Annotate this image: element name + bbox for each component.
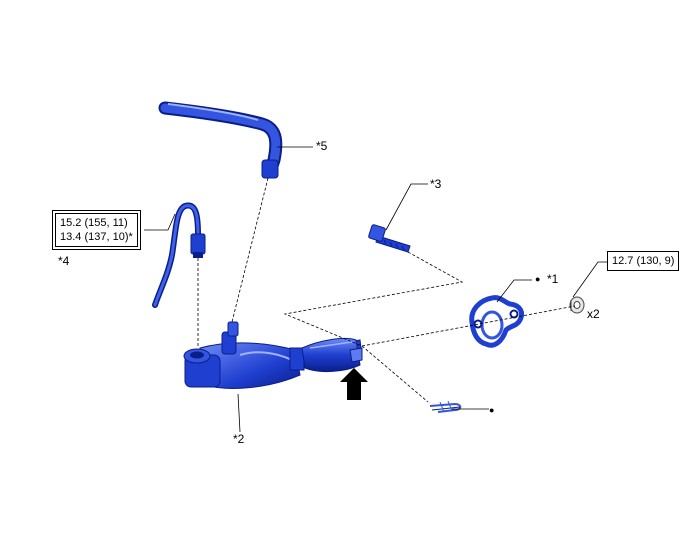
arrow-up-icon (340, 368, 368, 400)
torque-part-4: 15.2 (155, 11) 13.4 (137, 10)* (52, 210, 141, 250)
quantity-label: x2 (587, 307, 600, 321)
callout-part-5: *5 (316, 139, 328, 153)
bullet-part-1: ● (535, 274, 541, 284)
leader-lines (144, 146, 607, 433)
cylinder-part-2 (183, 321, 363, 389)
hose-part-5 (158, 101, 283, 179)
torque-nut: 12.7 (130, 9) (607, 251, 680, 271)
bullet-clip: ● (489, 405, 495, 415)
gasket-part-1 (469, 295, 525, 348)
callout-part-3: *3 (430, 177, 442, 191)
callout-part-1: *1 (547, 272, 559, 286)
line-part-4 (152, 202, 206, 308)
torque-part-4-line2: 13.4 (137, 10)* (60, 231, 133, 243)
clip (429, 400, 462, 413)
torque-part-4-line1: 15.2 (155, 11) (60, 217, 128, 229)
bolt-part-3 (368, 224, 411, 253)
nut (569, 296, 585, 314)
callout-part-4: *4 (58, 254, 70, 268)
callout-part-2: *2 (233, 432, 245, 446)
assembly-lines (197, 177, 576, 403)
